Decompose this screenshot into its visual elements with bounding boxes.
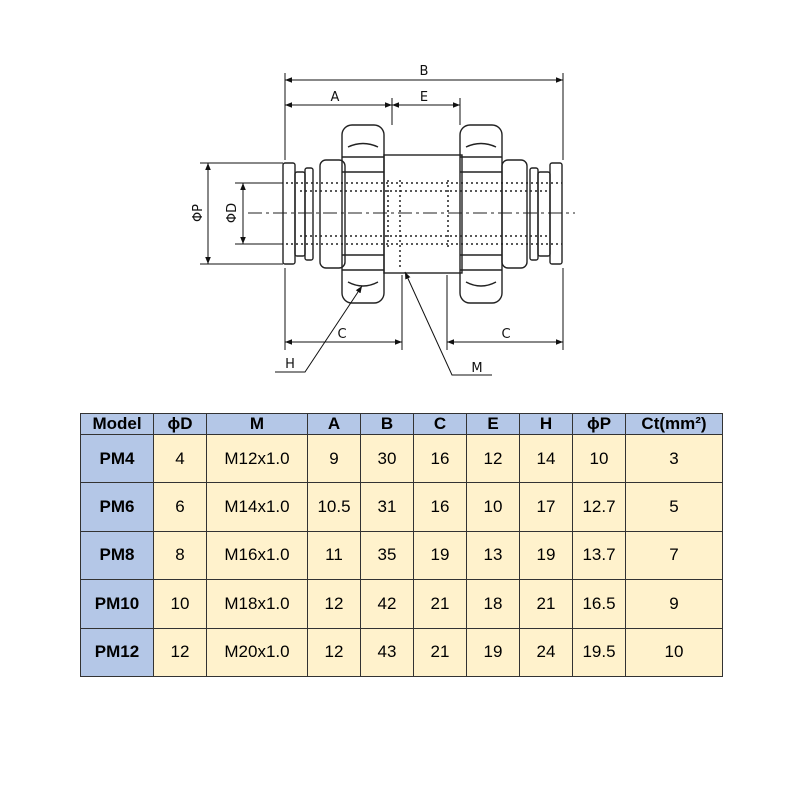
cell-ct: 9 bbox=[625, 579, 723, 629]
technical-drawing: B A E ΦP ΦD C C H M bbox=[191, 64, 575, 376]
cell-model: PM12 bbox=[80, 627, 154, 678]
cell-phiD: 8 bbox=[153, 530, 207, 581]
cell-H: 19 bbox=[519, 530, 573, 581]
header-E: E bbox=[466, 413, 520, 435]
cell-phiP: 19.5 bbox=[572, 627, 626, 678]
header-phiD: ɸD bbox=[153, 413, 207, 435]
dim-label-E: E bbox=[420, 90, 428, 105]
cell-B: 35 bbox=[360, 530, 414, 581]
cell-phiD: 12 bbox=[153, 627, 207, 678]
cell-phiP: 13.7 bbox=[572, 530, 626, 581]
cell-phiD: 10 bbox=[153, 579, 207, 629]
header-M: M bbox=[206, 413, 308, 435]
cell-model: PM10 bbox=[80, 579, 154, 629]
dim-label-phiP: ΦP bbox=[191, 204, 206, 222]
hidden-lines bbox=[286, 180, 562, 268]
cell-E: 18 bbox=[466, 579, 520, 629]
cell-A: 9 bbox=[307, 433, 361, 484]
cell-phiD: 6 bbox=[153, 482, 207, 532]
cell-C: 16 bbox=[413, 482, 467, 532]
dim-label-M: M bbox=[471, 361, 482, 376]
cell-phiP: 12.7 bbox=[572, 482, 626, 532]
dim-label-C-right: C bbox=[501, 327, 510, 342]
table-row: PM4 4 M12x1.0 9 30 16 12 14 10 3 bbox=[80, 433, 723, 484]
cell-C: 21 bbox=[413, 579, 467, 629]
cell-model: PM6 bbox=[80, 482, 154, 532]
cell-B: 31 bbox=[360, 482, 414, 532]
table-row: PM8 8 M16x1.0 11 35 19 13 19 13.7 7 bbox=[80, 530, 723, 581]
cell-H: 21 bbox=[519, 579, 573, 629]
header-C: C bbox=[413, 413, 467, 435]
cell-A: 11 bbox=[307, 530, 361, 581]
cell-ct: 10 bbox=[625, 627, 723, 678]
cell-E: 10 bbox=[466, 482, 520, 532]
header-H: H bbox=[519, 413, 573, 435]
dim-label-C-left: C bbox=[337, 327, 346, 342]
dim-label-A: A bbox=[331, 90, 340, 105]
cell-B: 43 bbox=[360, 627, 414, 678]
table-row: PM12 12 M20x1.0 12 43 21 19 24 19.5 10 bbox=[80, 627, 723, 678]
cell-H: 17 bbox=[519, 482, 573, 532]
cell-A: 12 bbox=[307, 627, 361, 678]
cell-C: 16 bbox=[413, 433, 467, 484]
table-row: PM6 6 M14x1.0 10.5 31 16 10 17 12.7 5 bbox=[80, 482, 723, 532]
cell-A: 12 bbox=[307, 579, 361, 629]
cell-M: M18x1.0 bbox=[206, 579, 308, 629]
cell-M: M20x1.0 bbox=[206, 627, 308, 678]
dim-label-phiD: ΦD bbox=[225, 203, 240, 223]
dim-label-H: H bbox=[285, 357, 295, 372]
cell-phiP: 10 bbox=[572, 433, 626, 484]
spec-table: Model ɸD M A B C E H ɸP Ct(mm²) PM4 4 M1… bbox=[80, 413, 723, 678]
cell-model: PM8 bbox=[80, 530, 154, 581]
cell-phiD: 4 bbox=[153, 433, 207, 484]
cell-E: 19 bbox=[466, 627, 520, 678]
cell-E: 12 bbox=[466, 433, 520, 484]
cell-M: M12x1.0 bbox=[206, 433, 308, 484]
cell-C: 19 bbox=[413, 530, 467, 581]
header-ct: Ct(mm²) bbox=[625, 413, 723, 435]
table-header-row: Model ɸD M A B C E H ɸP Ct(mm²) bbox=[80, 413, 723, 435]
cell-ct: 7 bbox=[625, 530, 723, 581]
cell-model: PM4 bbox=[80, 433, 154, 484]
cell-ct: 5 bbox=[625, 482, 723, 532]
cell-ct: 3 bbox=[625, 433, 723, 484]
cell-C: 21 bbox=[413, 627, 467, 678]
header-B: B bbox=[360, 413, 414, 435]
dimension-lines bbox=[200, 73, 564, 376]
table-row: PM10 10 M18x1.0 12 42 21 18 21 16.5 9 bbox=[80, 579, 723, 629]
fitting-body bbox=[282, 124, 563, 304]
cell-H: 24 bbox=[519, 627, 573, 678]
cell-A: 10.5 bbox=[307, 482, 361, 532]
cell-M: M16x1.0 bbox=[206, 530, 308, 581]
header-model: Model bbox=[80, 413, 154, 435]
header-phiP: ɸP bbox=[572, 413, 626, 435]
header-A: A bbox=[307, 413, 361, 435]
cell-M: M14x1.0 bbox=[206, 482, 308, 532]
dimension-labels: B A E ΦP ΦD C C H M bbox=[191, 64, 511, 376]
dim-label-B: B bbox=[420, 64, 429, 79]
cell-B: 42 bbox=[360, 579, 414, 629]
cell-E: 13 bbox=[466, 530, 520, 581]
cell-B: 30 bbox=[360, 433, 414, 484]
cell-H: 14 bbox=[519, 433, 573, 484]
cell-phiP: 16.5 bbox=[572, 579, 626, 629]
